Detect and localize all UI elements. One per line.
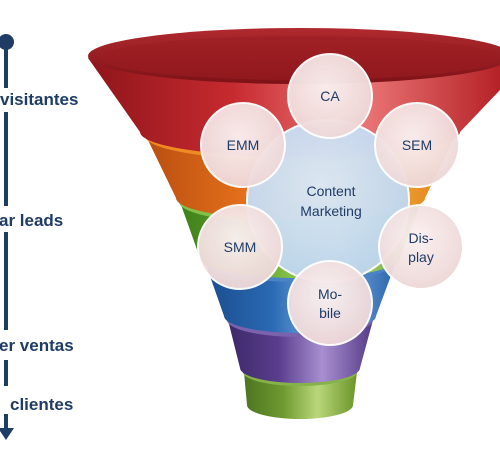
channel-circles: CA SEM Dis- play Mo- bile SMM EMM [197, 53, 464, 346]
channel-label-line2: play [408, 249, 434, 265]
content-marketing-hub: Content Marketing [246, 119, 410, 283]
channel-circle [197, 204, 283, 290]
channel-label: EMM [227, 137, 260, 153]
channel-label: Dis- [409, 230, 434, 246]
stage-label-clientes: clientes [10, 395, 73, 414]
channel-circle [287, 53, 373, 139]
channel-display: Dis- play [378, 204, 464, 290]
channel-sem: SEM [374, 102, 460, 188]
channel-label: SMM [224, 239, 257, 255]
stage-indicator: visitantes ar leads er ventas clientes [0, 34, 78, 440]
channel-label-line2: bile [319, 305, 341, 321]
channel-label: Mo- [318, 286, 342, 302]
channel-circle [287, 260, 373, 346]
channel-emm: EMM [200, 102, 286, 188]
channel-mobile: Mo- bile [287, 260, 373, 346]
funnel-rim-inner [100, 36, 500, 80]
channel-ca: CA [287, 53, 373, 139]
channel-label: CA [320, 88, 340, 104]
stage-arrow-icon [0, 428, 14, 440]
channel-smm: SMM [197, 204, 283, 290]
channel-circle [200, 102, 286, 188]
channel-label: SEM [402, 137, 432, 153]
center-label-line2: Marketing [300, 203, 361, 219]
channel-circle [374, 102, 460, 188]
stage-start-dot [0, 34, 14, 50]
channel-circle [378, 204, 464, 290]
stage-label-visitantes: visitantes [0, 90, 78, 109]
stage-label-leads: ar leads [0, 211, 63, 230]
stage-label-ventas: er ventas [0, 336, 74, 355]
center-label-line1: Content [306, 183, 355, 199]
